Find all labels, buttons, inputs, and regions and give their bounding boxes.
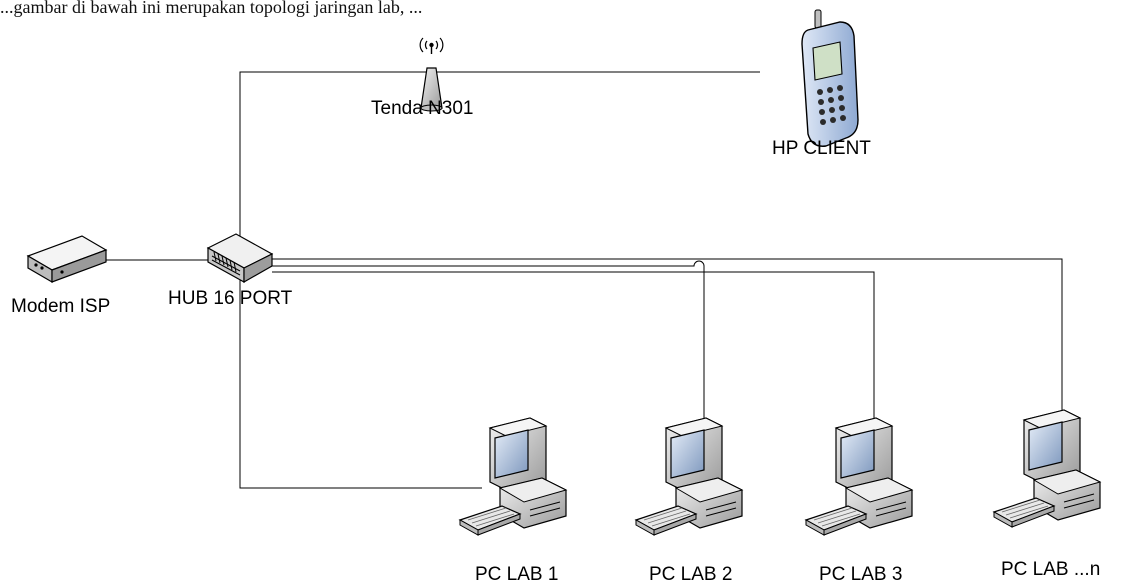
link-hub-pc3 (272, 271, 875, 420)
label-pc-lab-1: PC LAB 1 (475, 564, 559, 585)
label-hp-client: HP CLIENT (772, 138, 871, 159)
pc-lab-3-icon (805, 417, 913, 536)
link-hub-pc2 (272, 260, 705, 418)
label-pc-lab-3: PC LAB 3 (819, 564, 903, 585)
pc-lab-2-icon (635, 417, 743, 536)
mobile-phone-icon (801, 9, 859, 147)
link-hub-router-phone (239, 71, 760, 248)
label-tenda-n301: Tenda N301 (371, 98, 474, 119)
link-hub-pcn (272, 258, 1063, 412)
network-hub-icon (206, 233, 274, 284)
label-modem-isp: Modem ISP (11, 296, 111, 317)
pc-lab-n-icon (993, 409, 1101, 528)
label-pc-lab-2: PC LAB 2 (649, 564, 733, 585)
pc-lab-1-icon (459, 417, 567, 536)
connection-lines (106, 71, 1063, 489)
wireless-router-icon (419, 37, 444, 112)
label-hub-16-port: HUB 16 PORT (168, 288, 293, 309)
label-pc-lab-n: PC LAB ...n (1001, 559, 1101, 580)
link-hub-pc1 (239, 278, 482, 489)
modem-icon (26, 235, 108, 284)
top-caption: ...gambar di bawah ini merupakan topolog… (0, 0, 423, 17)
